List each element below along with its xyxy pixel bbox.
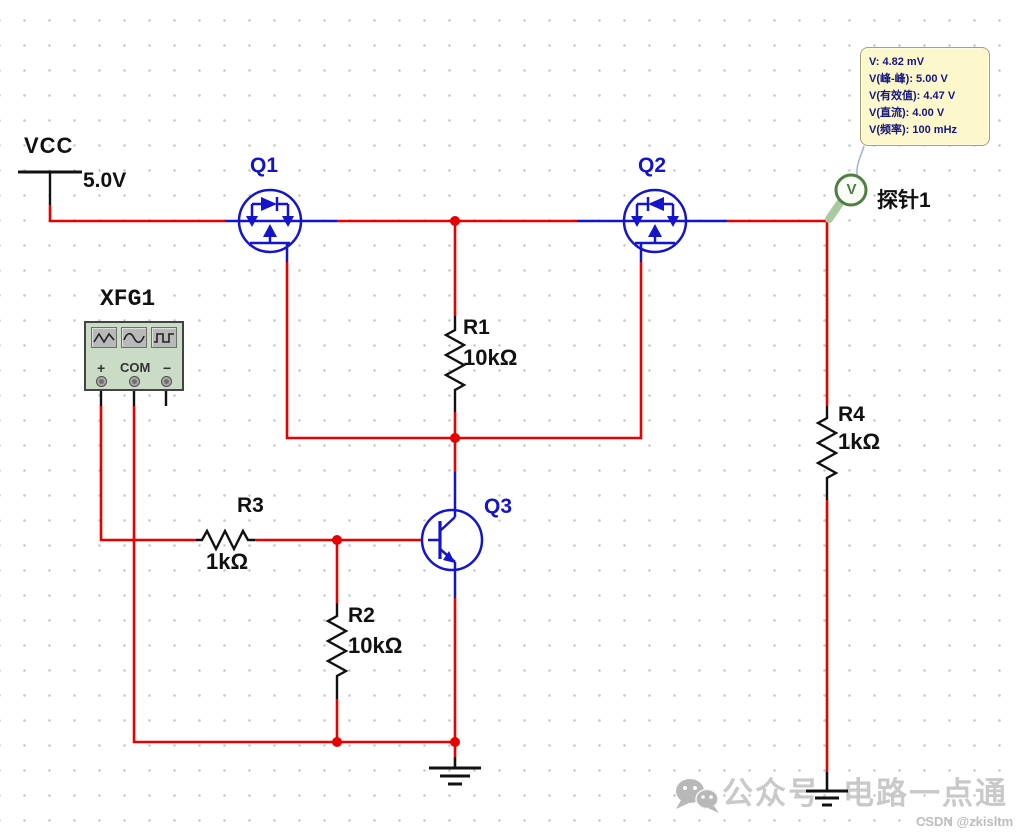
q1-mosfet-symbol[interactable] (225, 188, 337, 262)
probe-readout-tooltip: V: 4.82 mV V(峰-峰): 5.00 V V(有效值): 4.47 V… (860, 47, 990, 146)
resistor-r2[interactable] (325, 603, 349, 699)
q2-mosfet-symbol[interactable] (577, 188, 727, 262)
wechat-icon (676, 779, 719, 813)
voltage-probe-symbol[interactable] (825, 145, 868, 223)
xfg1-plus-terminal-pad[interactable] (96, 376, 107, 387)
probe-name-label: 探针1 (877, 189, 931, 212)
junction-dot (450, 737, 460, 747)
xfg1-plus-terminal-label: + (97, 360, 106, 376)
r4-ref-label: R4 (838, 403, 865, 426)
r2-value-label: 10kΩ (348, 633, 403, 658)
wires (48, 205, 829, 772)
r1-ref-label: R1 (463, 316, 490, 339)
square-wave-button[interactable] (151, 327, 177, 348)
probe-reading-dc: V(直流): 4.00 V (869, 107, 945, 119)
q3-bjt-symbol[interactable] (420, 472, 484, 598)
ground-symbol-r4[interactable] (806, 772, 848, 807)
q1-ref-label: Q1 (250, 154, 279, 177)
vcc-power-symbol[interactable] (18, 170, 82, 205)
junction-dot (450, 216, 460, 226)
junction-dot (332, 737, 342, 747)
probe-reading-frequency: V(频率): 100 mHz (869, 124, 958, 136)
xfg1-minus-terminal-pad[interactable] (161, 376, 172, 387)
probe-reading-instant: V: 4.82 mV (869, 56, 925, 68)
wire-vcc-to-q1[interactable] (48, 205, 225, 223)
wire-xfg-plus-to-r3[interactable] (99, 406, 196, 542)
ground-symbol-main[interactable] (429, 757, 481, 786)
watermark-wechat-text: 公众号 (722, 776, 821, 811)
xfg1-com-terminal-label: COM (120, 360, 151, 375)
junction-dot (332, 535, 342, 545)
triangle-wave-button[interactable] (91, 327, 117, 348)
xfg1-ref-label: XFG1 (100, 286, 156, 312)
r3-ref-label: R3 (237, 494, 264, 517)
resistor-r3[interactable] (196, 528, 255, 552)
probe-reading-rms: V(有效值): 4.47 V (869, 90, 956, 102)
xfg1-com-terminal-pad[interactable] (129, 376, 140, 387)
junction-dot (450, 433, 460, 443)
r2-ref-label: R2 (348, 604, 375, 627)
resistor-r4[interactable] (815, 406, 839, 500)
resistor-r1[interactable] (443, 316, 467, 412)
probe-leader-line (856, 145, 865, 177)
sine-wave-button[interactable] (121, 327, 147, 348)
r1-value-label: 10kΩ (463, 345, 518, 370)
vcc-voltage-label: 5.0V (83, 169, 127, 192)
vcc-net-label: VCC (24, 133, 74, 158)
xfg1-function-generator[interactable]: + COM − (84, 321, 184, 391)
xfg1-minus-terminal-label: − (163, 360, 172, 376)
xfg1-pins (99, 389, 168, 406)
watermark-credit-text: CSDN @zkisltm (916, 814, 1014, 829)
probe-circle[interactable] (834, 173, 868, 207)
probe-handle (825, 199, 844, 223)
probe-reading-peak-to-peak: V(峰-峰): 5.00 V (869, 73, 948, 85)
wire-q2-to-r4[interactable] (727, 219, 829, 406)
q3-ref-label: Q3 (484, 495, 513, 518)
wire-gate-bus[interactable] (285, 262, 643, 440)
r4-value-label: 1kΩ (838, 429, 881, 454)
watermark-brand-text: 电路一点通 (843, 776, 1008, 811)
probe-v-glyph: V (846, 181, 857, 198)
wire-com-bottom-rail[interactable] (132, 406, 455, 744)
q2-ref-label: Q2 (638, 154, 667, 177)
junction-dots (332, 216, 460, 747)
r3-value-label: 1kΩ (206, 549, 249, 574)
